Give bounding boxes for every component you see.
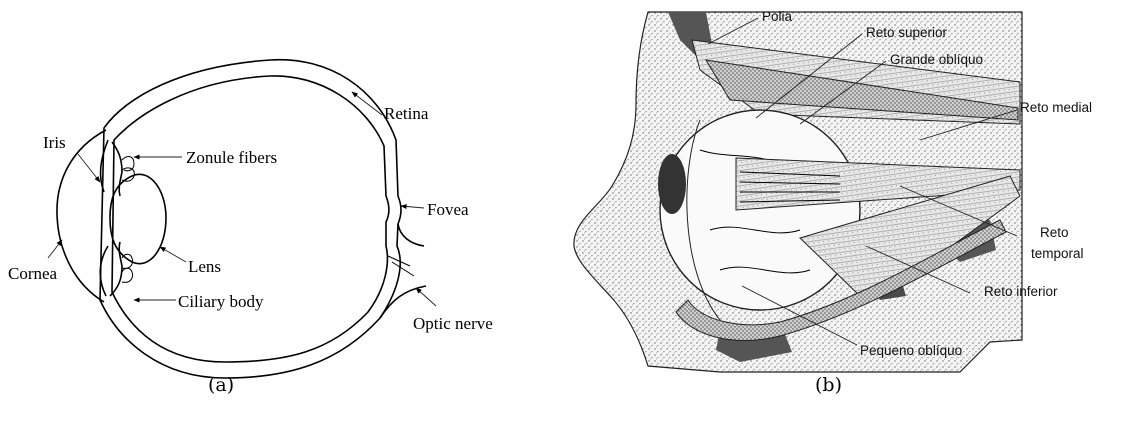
caption-a: (a) xyxy=(208,374,234,396)
label-reto-inferior: Reto inferior xyxy=(984,284,1058,299)
optic-nerve xyxy=(398,224,424,246)
cornea xyxy=(57,130,106,302)
label-retina: Retina xyxy=(384,104,429,123)
pupil xyxy=(658,154,686,214)
label-reto-superior: Reto superior xyxy=(866,25,948,40)
caption-b: (b) xyxy=(815,374,842,396)
label-cornea: Cornea xyxy=(8,264,58,283)
label-reto-temporal-1: Reto xyxy=(1040,225,1069,240)
label-zonule-fibers: Zonule fibers xyxy=(186,148,277,167)
label-lens: Lens xyxy=(188,257,221,276)
label-ciliary-body: Ciliary body xyxy=(178,292,264,311)
sclera-inner xyxy=(112,76,389,362)
panel-b-eye-muscles: Polia Reto superior Grande oblíquo Reto … xyxy=(574,9,1092,396)
label-reto-temporal-2: temporal xyxy=(1031,246,1084,261)
label-polia: Polia xyxy=(762,9,793,24)
label-optic-nerve: Optic nerve xyxy=(413,314,493,333)
label-pequeno-obliquo: Pequeno oblíquo xyxy=(860,343,962,358)
lens xyxy=(110,174,166,263)
eyeball xyxy=(660,110,860,310)
label-fovea: Fovea xyxy=(427,200,469,219)
label-reto-medial: Reto medial xyxy=(1020,100,1092,115)
label-grande-obliquo: Grande oblíquo xyxy=(890,52,983,67)
label-iris: Iris xyxy=(43,133,66,152)
panel-a-eye-diagram: Iris Zonule fibers Retina Fovea Cornea L… xyxy=(8,60,493,396)
